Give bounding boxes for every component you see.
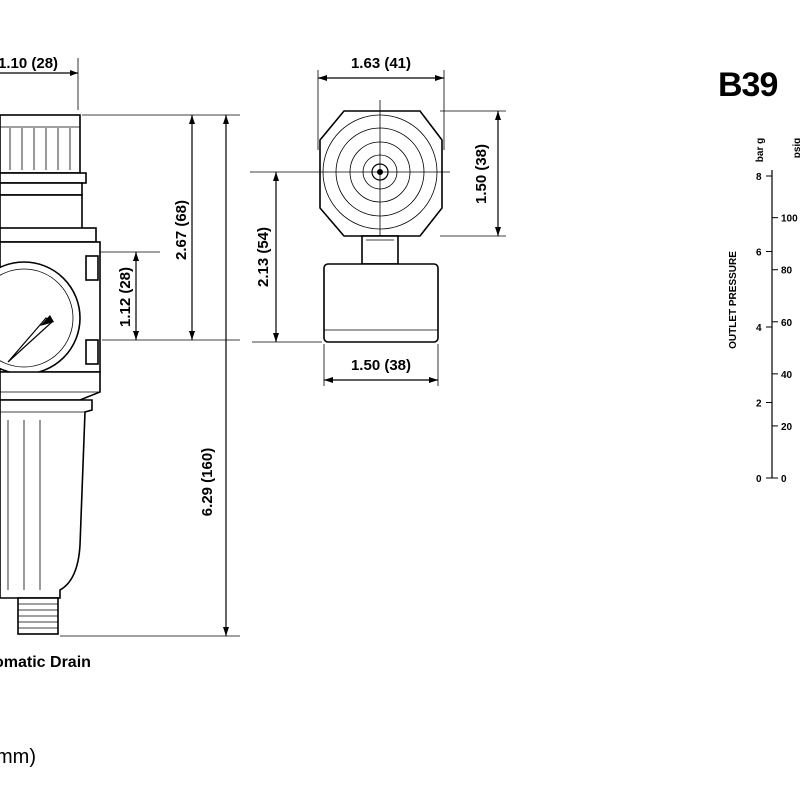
- units-note: mm): [0, 746, 36, 768]
- bar-tick-label: 4: [756, 323, 762, 334]
- bar-tick-label: 2: [756, 399, 762, 410]
- psig-tick-label: 100: [781, 214, 798, 225]
- bar-tick-label: 6: [756, 248, 762, 259]
- base-width-label: 1.50 (38): [351, 357, 411, 374]
- top-view: 1.63 (41) 1.50 (38) 2.13 (54): [250, 55, 506, 386]
- psig-tick-label: 80: [781, 266, 793, 277]
- overall-height-label: 6.29 (160): [199, 448, 216, 516]
- psig-tick-label: 20: [781, 422, 793, 433]
- height-top-label: 2.67 (68): [173, 200, 190, 260]
- top-height-label: 1.50 (38): [473, 144, 490, 204]
- bar-tick-label: 8: [756, 172, 762, 183]
- psig-tick-label: 0: [781, 474, 787, 485]
- top-base: [323, 263, 439, 343]
- psig-unit-label: psig: [792, 138, 800, 159]
- front-width-label: 1.10 (28): [0, 55, 58, 72]
- filter-bowl: [0, 399, 93, 599]
- bar-unit-label: bar g: [755, 138, 766, 162]
- offset-label: 2.13 (54): [255, 227, 272, 287]
- psig-tick-label: 60: [781, 318, 793, 329]
- graph-title: B39: [718, 66, 778, 104]
- pressure-graph: OUTLET PRESSURE bar g psig 0 2 4 6 8 0 20 40 60…: [728, 138, 800, 485]
- top-width-label: 1.63 (41): [351, 55, 411, 72]
- bar-tick-label: 0: [756, 474, 762, 485]
- front-view: 1.10 (28): [0, 55, 240, 637]
- adjust-knob: [0, 114, 81, 174]
- y-axis-label: OUTLET PRESSURE: [728, 251, 739, 349]
- psig-tick-label: 40: [781, 370, 793, 381]
- height-mid-label: 1.12 (28): [117, 267, 134, 327]
- drain-label: omatic Drain: [0, 654, 91, 671]
